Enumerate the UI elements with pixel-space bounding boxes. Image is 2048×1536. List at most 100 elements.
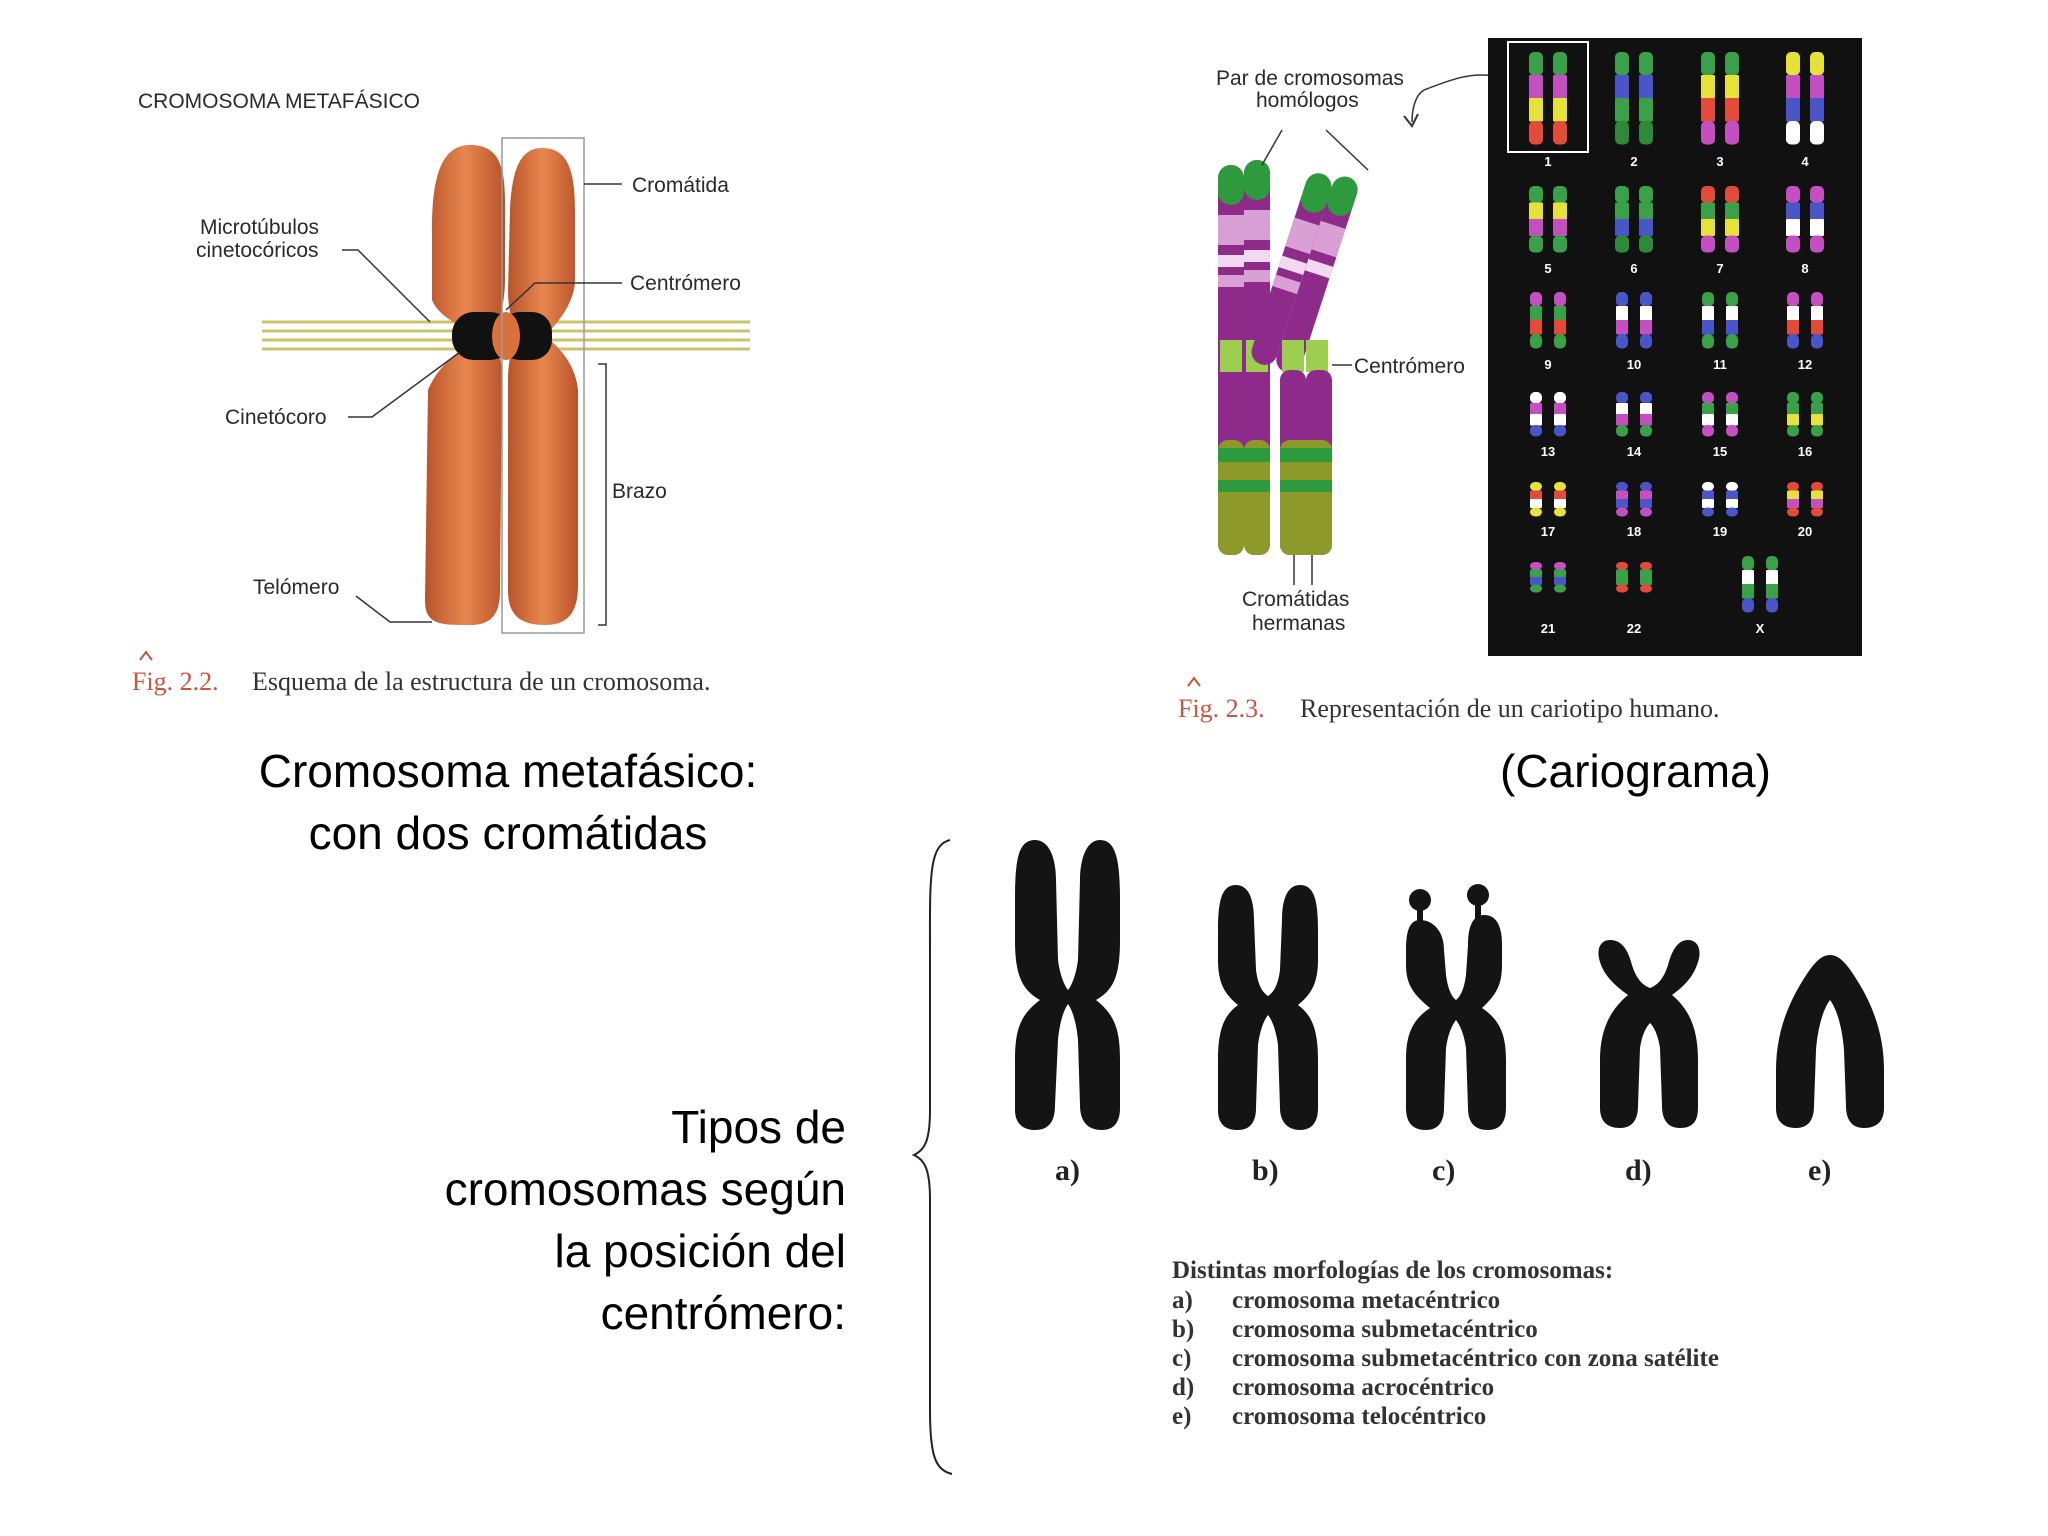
karyotype-pair [1616, 292, 1652, 349]
label-microtubulos-1: Microtúbulos [200, 216, 319, 239]
karyotype-number: 8 [1801, 261, 1808, 276]
morph-letter-e: e) [1808, 1154, 1831, 1187]
karyotype-number: 21 [1541, 621, 1555, 636]
morph-item-text: cromosoma submetacéntrico [1232, 1316, 1538, 1343]
karyotype-number: 5 [1544, 261, 1551, 276]
karyotype-pair [1701, 186, 1739, 253]
morph-letter-b: b) [1252, 1154, 1279, 1187]
fig23-caption-num: Fig. 2.3. [1178, 694, 1265, 723]
karyotype-number: 10 [1627, 357, 1641, 372]
morph-item-letter: c) [1172, 1345, 1191, 1372]
morph-letter-a: a) [1055, 1154, 1080, 1187]
karyotype-pair [1742, 556, 1778, 613]
karyotype-number: 18 [1627, 524, 1641, 539]
label-par-1: Par de cromosomas [1216, 67, 1404, 90]
tipos-text: Tipos de cromosomas según la posición de… [340, 1096, 846, 1344]
karyotype-pair [1701, 52, 1739, 145]
chromosome-a [1015, 840, 1120, 1130]
heading-right: (Cariograma) [1500, 745, 1771, 797]
chromatid-box [501, 137, 585, 634]
homologous-pair [1218, 160, 1358, 555]
centromere [492, 312, 520, 360]
karyotype-pair [1787, 482, 1823, 517]
karyotype-number: 4 [1801, 154, 1809, 169]
tipos-line1: Tipos de [671, 1101, 846, 1153]
chromosome-b [1218, 885, 1318, 1130]
karyotype-number: 17 [1541, 524, 1555, 539]
caption-marker-icon [139, 650, 153, 661]
tipos-line3: la posición del [554, 1225, 846, 1277]
karyotype-pair [1530, 562, 1566, 593]
fig22-diagram: CROMOSOMA METAFÁSICO C [132, 90, 750, 696]
karyotype-number: 14 [1627, 444, 1642, 459]
caption-marker-icon-2 [1187, 676, 1201, 687]
arrow-icon [1403, 113, 1419, 128]
karyotype-pair [1530, 292, 1566, 349]
heading-left: Cromosoma metafásico: con dos cromátidas [208, 740, 808, 864]
chromatid-right [508, 148, 578, 625]
karyotype-number: 13 [1541, 444, 1555, 459]
fig23-leaders [1261, 74, 1495, 585]
tipos-line2: cromosomas según [444, 1163, 846, 1215]
fig23-diagram: Par de cromosomas homólogos Centrómero C… [1178, 38, 1862, 723]
karyotype-number: 7 [1716, 261, 1723, 276]
karyotype-pair [1529, 52, 1567, 145]
karyotype-pair [1616, 392, 1652, 437]
brace [911, 839, 953, 1475]
karyotype-pair [1615, 52, 1653, 145]
karyotype-number: 1 [1544, 154, 1551, 169]
karyotype-pair [1787, 392, 1823, 437]
karyotype-pair [1530, 392, 1566, 437]
karyotype-panel [1488, 38, 1862, 656]
karyotype-number: 19 [1713, 524, 1727, 539]
tipos-line4: centrómero: [600, 1287, 846, 1339]
fig22-caption-num: Fig. 2.2. [132, 667, 219, 696]
morph-item-letter: a) [1172, 1287, 1193, 1314]
morph-letter-c: c) [1432, 1154, 1455, 1187]
label-cromatidas-2: hermanas [1252, 612, 1345, 635]
morphology-figure: a) b) c) d) e) Distintas morfologías de … [911, 839, 1884, 1475]
karyotype-pair [1702, 392, 1738, 437]
karyotype-number: 9 [1544, 357, 1551, 372]
morph-item-text: cromosoma submetacéntrico con zona satél… [1232, 1345, 1719, 1372]
fig22-leaders [342, 183, 622, 626]
karyotype-pair [1616, 482, 1652, 517]
karyotype-pair [1786, 186, 1824, 253]
morph-item-text: cromosoma metacéntrico [1232, 1287, 1500, 1314]
morph-item-text: cromosoma telocéntrico [1232, 1403, 1486, 1430]
karyotype-number: 22 [1627, 621, 1641, 636]
karyotype-pair [1616, 562, 1652, 593]
karyotype-pair [1787, 292, 1823, 349]
karyotype-number: 2 [1630, 154, 1637, 169]
karyotype-pair [1702, 482, 1738, 517]
karyotype-number: 15 [1713, 444, 1727, 459]
label-centromero: Centrómero [630, 272, 741, 295]
label-par-2: homólogos [1256, 89, 1359, 112]
karyotype-pair [1786, 52, 1824, 145]
fig22-title: CROMOSOMA METAFÁSICO [138, 90, 420, 113]
label-brazo: Brazo [612, 480, 667, 503]
karyotype-pair [1615, 186, 1653, 253]
fig22-caption-text: Esquema de la estructura de un cromosoma… [252, 667, 710, 696]
chromosome-c [1406, 884, 1506, 1130]
karyotype-number: 16 [1798, 444, 1812, 459]
morph-item-letter: d) [1172, 1374, 1194, 1401]
morph-item-text: cromosoma acrocéntrico [1232, 1374, 1494, 1401]
chromatid-left [425, 145, 505, 625]
heading-left-line2: con dos cromátidas [308, 807, 708, 859]
chromosome-d [1598, 940, 1700, 1128]
karyotype-number: 6 [1630, 261, 1637, 276]
heading-left-line1: Cromosoma metafásico: [258, 745, 758, 797]
chromosome-e [1776, 955, 1884, 1128]
karyotype-pair [1702, 292, 1738, 349]
label-microtubulos-2: cinetocóricos [196, 239, 319, 262]
label-cromatidas-1: Cromátidas [1242, 588, 1349, 611]
fig23-caption-text: Representación de un cariotipo humano. [1300, 694, 1719, 723]
karyotype-number: 3 [1716, 154, 1723, 169]
label-centromero-2: Centrómero [1354, 355, 1465, 378]
karyotype-pair [1530, 482, 1566, 517]
karyotype-number: X [1756, 621, 1765, 636]
morph-list: a) cromosoma metacéntrico b) cromosoma s… [1172, 1287, 1719, 1430]
